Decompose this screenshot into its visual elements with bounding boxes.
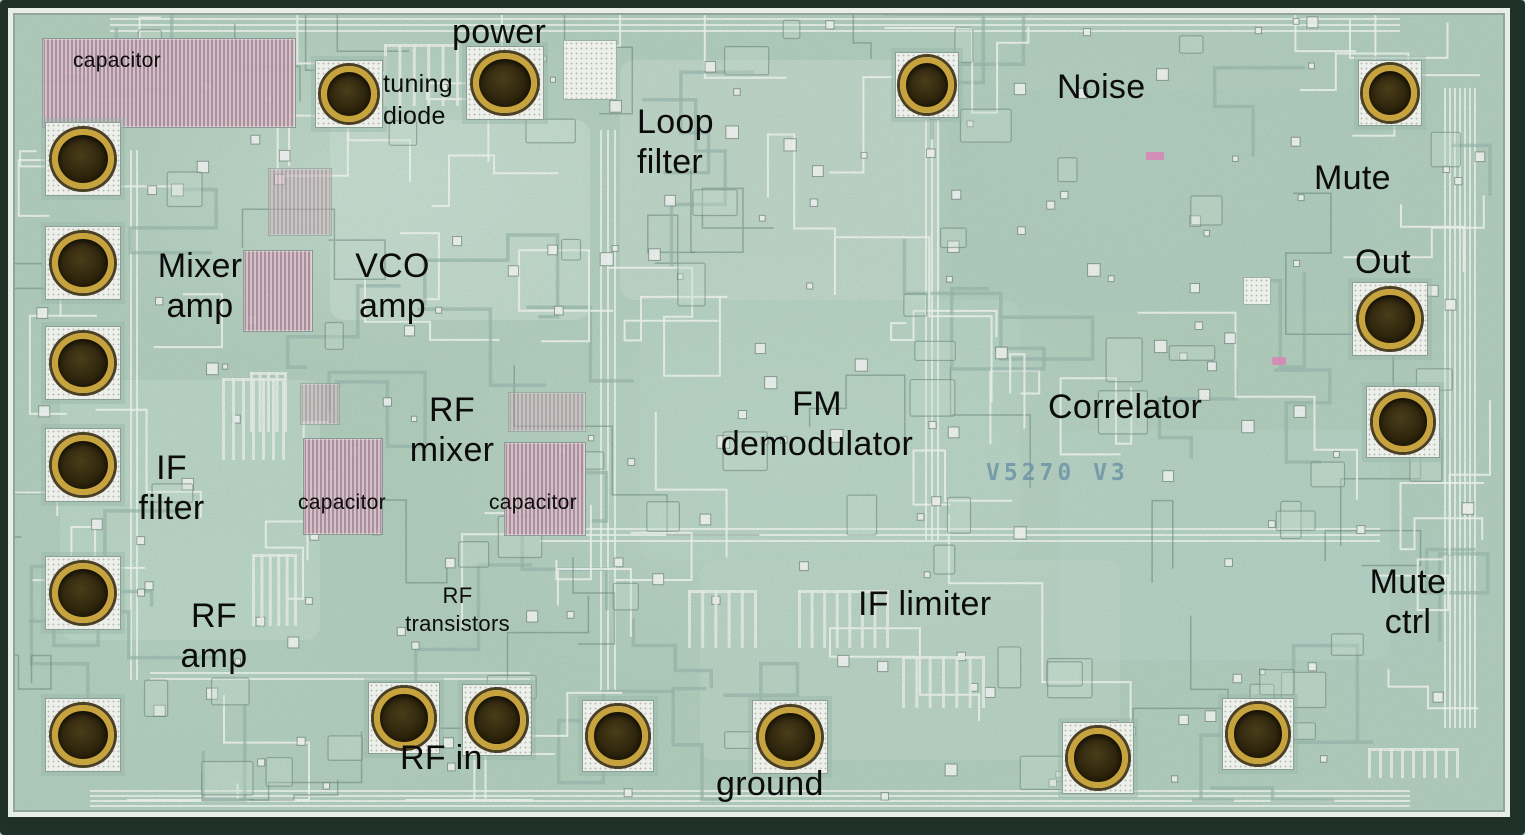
bond-pad-ground [752,700,828,774]
label-ground: ground [716,765,824,803]
bond-ball [51,332,115,394]
label-loop-filter: Loop filter [637,103,714,182]
label-mute-ctrl: Mute ctrl [1369,563,1447,642]
label-rf-transistors: RF transistors [405,583,510,636]
bond-pad-top-right [1358,60,1422,126]
bond-ball [758,706,822,768]
capacitor-structure-small-3 [508,392,586,432]
bond-pad-left-3 [45,326,121,400]
metal-pad-square-small [1243,277,1271,305]
bond-ball [1362,65,1418,121]
chip-marking-text: V5270 V3 [986,460,1129,486]
bond-pad-out [1352,282,1428,356]
metal-pad-square [563,40,617,100]
label-capacitor-top: capacitor [73,49,161,72]
pink-implant-1 [1146,152,1164,160]
label-mute: Mute [1314,159,1391,197]
label-if-filter: IF filter [138,449,205,528]
bond-ball [51,434,115,496]
pink-implant-2 [1272,357,1286,365]
bond-pad-left-4 [45,428,121,502]
capacitor-structure-left [303,438,383,535]
bond-ball [51,128,115,190]
bond-ball [1358,288,1422,350]
bond-ball [51,562,115,624]
label-correlator: Correlator [1048,388,1203,426]
label-noise: Noise [1057,68,1146,106]
bond-ball [467,690,527,750]
label-rf-mixer: RF mixer [409,391,495,470]
bond-ball [51,232,115,294]
bond-ball [51,704,115,766]
bond-pad-left-1 [45,122,121,196]
bond-pad-rf-in-1 [368,682,440,754]
bond-pad-bottom-5 [1062,722,1134,794]
label-power: power [452,13,547,51]
bond-pad-bottom-6 [1222,698,1294,770]
bond-pad-right-2 [1366,386,1440,458]
bond-ball [588,706,648,766]
capacitor-structure-right [504,442,586,536]
label-fm-demodulator: FM demodulator [720,385,914,464]
bond-ball [473,52,537,114]
capacitor-structure-small [268,168,332,236]
label-mixer-amp: Mixer amp [157,247,243,326]
label-capacitor-right: capacitor [489,491,577,514]
bond-ball [374,688,434,748]
bond-pad-left-2 [45,226,121,300]
bond-pad-tuning-diode [315,60,383,128]
label-rf-in: RF in [400,739,483,777]
capacitor-structure-mixer [243,250,313,332]
bond-ball [1068,728,1128,788]
bond-ball [1372,392,1434,452]
bond-pad-rf-in-2 [462,684,532,756]
bond-ball [899,57,955,113]
label-vco-amp: VCO amp [355,247,430,326]
bond-pad-left-5 [45,556,121,630]
bond-ball [1228,704,1288,764]
label-out: Out [1355,243,1411,281]
bond-pad-left-6 [45,698,121,772]
bond-pad-bottom-3 [582,700,654,772]
label-rf-amp: RF amp [180,597,248,676]
bond-ball [320,65,378,123]
bond-pad-top-mid [895,52,959,118]
label-if-limiter: IF limiter [858,585,992,623]
capacitor-structure-top-left [42,38,296,128]
label-capacitor-left: capacitor [298,491,386,514]
label-tuning-diode: tuning diode [383,70,453,130]
capacitor-structure-small-2 [300,383,340,425]
bond-pad-power [466,46,544,120]
